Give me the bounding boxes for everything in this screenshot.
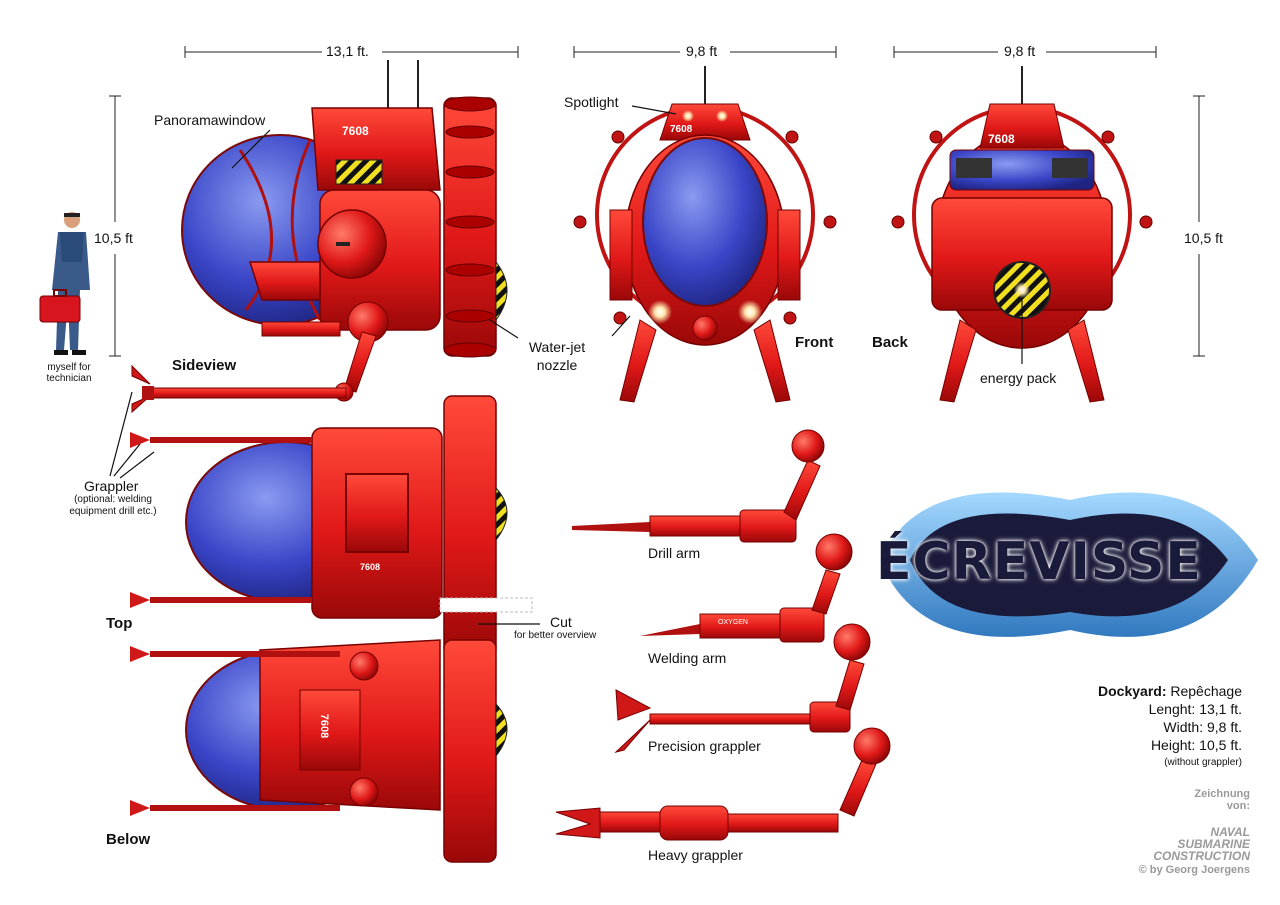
spec-width: Width: 9,8 ft.	[1163, 719, 1242, 735]
credit-line2: von:	[1226, 800, 1250, 812]
spec-height: Height: 10,5 ft.	[1150, 737, 1242, 753]
ecrevisse-logo	[880, 492, 1258, 637]
energy-pack-callout: energy pack	[980, 370, 1057, 386]
spec-block: Dockyard: Repêchage Lenght: 13,1 ft. Wid…	[1098, 682, 1242, 772]
dockyard-label: Dockyard:	[1098, 683, 1167, 699]
panorama-window-callout: Panoramawindow	[154, 112, 266, 128]
back-label: Back	[872, 334, 908, 351]
spec-length: Lenght: 13,1 ft.	[1148, 701, 1242, 717]
hull-number-below: 7608	[318, 713, 331, 739]
below-label: Below	[106, 831, 151, 848]
ecrevisse-logo-text: ÉCREVISSE	[876, 532, 1202, 592]
top-label: Top	[106, 615, 133, 632]
grappler-callout: Grappler	[84, 478, 139, 494]
top-view	[130, 395, 533, 657]
technician-figure	[39, 212, 90, 355]
welding-arm-label: Welding arm	[648, 650, 727, 666]
heavy-grappler-label: Heavy grappler	[648, 847, 743, 863]
hull-number-back: 7608	[988, 132, 1015, 146]
water-jet-callout: Water-jet nozzle	[528, 339, 586, 373]
side-length-label: 13,1 ft.	[326, 43, 369, 59]
technician-caption: myself for technician	[46, 362, 92, 384]
height-right-label: 10,5 ft	[1184, 230, 1223, 246]
credit-line1: Zeichnung	[1194, 788, 1250, 800]
oxygen-label: OXYGEN	[718, 619, 748, 626]
precision-grappler-label: Precision grappler	[648, 738, 761, 754]
dockyard-value: Repêchage	[1170, 683, 1242, 699]
hull-number-top: 7608	[360, 562, 381, 572]
front-label: Front	[795, 334, 834, 351]
arm-illustrations	[555, 429, 891, 841]
hull-number-side: 7608	[342, 124, 369, 138]
height-left-label: 10,5 ft	[94, 230, 133, 246]
back-view	[891, 66, 1153, 403]
spotlight-callout: Spotlight	[564, 94, 619, 110]
grappler-note: (optional: welding equipment drill etc.)	[69, 494, 157, 517]
drill-arm-label: Drill arm	[648, 545, 701, 561]
cut-callout: Cut	[550, 614, 572, 630]
callout-arrows	[109, 105, 1023, 625]
credit-author: © by Georg Joergens	[1138, 864, 1250, 876]
side-view	[131, 60, 508, 414]
credit-org2: SUBMARINE	[1177, 837, 1250, 851]
dimension-lines	[109, 46, 1205, 357]
hull-number-front: 7608	[670, 124, 693, 135]
dockyard-line: Dockyard: Repêchage	[1098, 682, 1242, 700]
spec-note: (without grappler)	[1164, 757, 1242, 768]
credit-org1: NAVAL	[1210, 825, 1250, 839]
below-view	[130, 639, 508, 863]
front-view	[573, 66, 837, 403]
credit-org3: CONSTRUCTION	[1153, 849, 1250, 863]
front-width-label: 9,8 ft	[686, 43, 718, 59]
back-width-label: 9,8 ft	[1004, 43, 1036, 59]
sideview-label: Sideview	[172, 357, 237, 374]
cut-note: for better overview	[514, 630, 597, 641]
credit-block: Zeichnung von: NAVAL SUBMARINE CONSTRUCT…	[1090, 788, 1250, 876]
